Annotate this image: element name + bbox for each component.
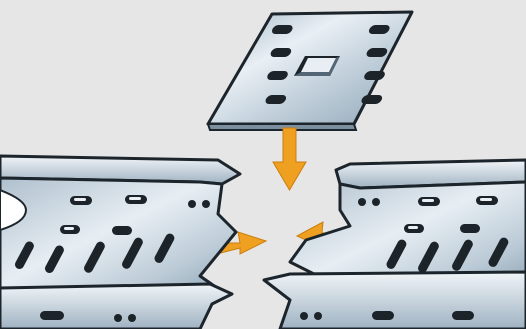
- splice-plate: [208, 12, 412, 130]
- arrow-down: [273, 128, 306, 190]
- cable-tray-left: [0, 156, 240, 329]
- cable-tray-right: [264, 160, 526, 329]
